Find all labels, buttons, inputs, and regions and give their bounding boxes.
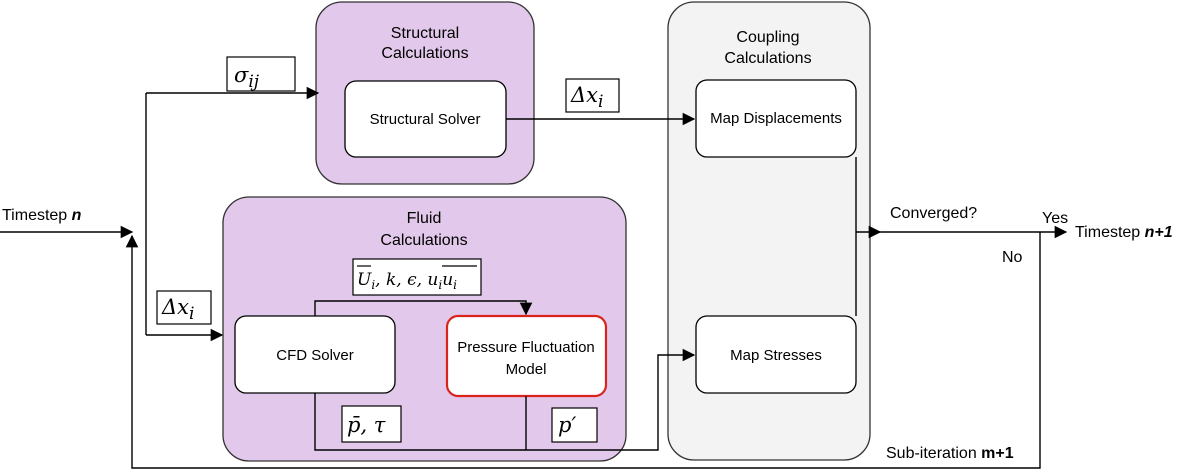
- map-stresses-node[interactable]: [695, 315, 857, 394]
- p-bar-tau-label: p̄, τ: [347, 413, 386, 437]
- structural-solver-label: Structural Solver: [370, 111, 481, 128]
- p-prime-box: [551, 407, 598, 443]
- pressure-fluctuation-label-line1: Pressure Fluctuation: [457, 339, 595, 356]
- map-stresses-label: Map Stresses: [730, 347, 822, 364]
- coupling-title-line1: Coupling: [736, 29, 799, 46]
- dx-left-box: [156, 290, 212, 325]
- timestep-n1-label: Timestep n+1: [1075, 224, 1173, 241]
- sigma-ij-label: σij: [234, 63, 260, 92]
- connector-cfd-bottom: [314, 393, 526, 451]
- structural-title-line1: Structural: [391, 25, 459, 42]
- structural-title-line2: Calculations: [381, 45, 468, 62]
- coupling-title-line2: Calculations: [724, 50, 811, 67]
- sigma-ij-box: [226, 56, 296, 92]
- p-bar-tau-box: [341, 405, 402, 443]
- turbulence-vars-box: [352, 258, 482, 296]
- cfd-solver-label: CFD Solver: [276, 347, 354, 364]
- arrow-cfd-to-pressure-model: [314, 300, 533, 316]
- dx-left-label: Δxi: [161, 295, 194, 324]
- dx-top-label: Δxi: [570, 83, 603, 112]
- arrow-no-feedback-loop: [125, 232, 1041, 469]
- no-label: No: [1002, 249, 1023, 266]
- fluid-title-line2: Calculations: [380, 232, 467, 249]
- yes-label: Yes: [1042, 210, 1068, 227]
- fluid-title-line1: Fluid: [407, 210, 442, 227]
- map-displacements-label: Map Displacements: [710, 110, 842, 127]
- timestep-n-label: Timestep n: [2, 207, 82, 224]
- dx-top-box: [565, 78, 620, 113]
- converged-label: Converged?: [890, 205, 977, 222]
- pressure-fluctuation-node[interactable]: [445, 314, 608, 398]
- map-displacements-node[interactable]: [695, 79, 857, 158]
- turbulence-vars-label: Ui, k, ϵ, uiui: [357, 270, 457, 292]
- subiteration-label: Sub-iteration m+1: [886, 445, 1014, 462]
- arrow-pressure-to-map-stresses: [525, 348, 696, 451]
- p-prime-label: p′: [558, 413, 576, 437]
- pressure-fluctuation-label-line2: Model: [506, 361, 547, 378]
